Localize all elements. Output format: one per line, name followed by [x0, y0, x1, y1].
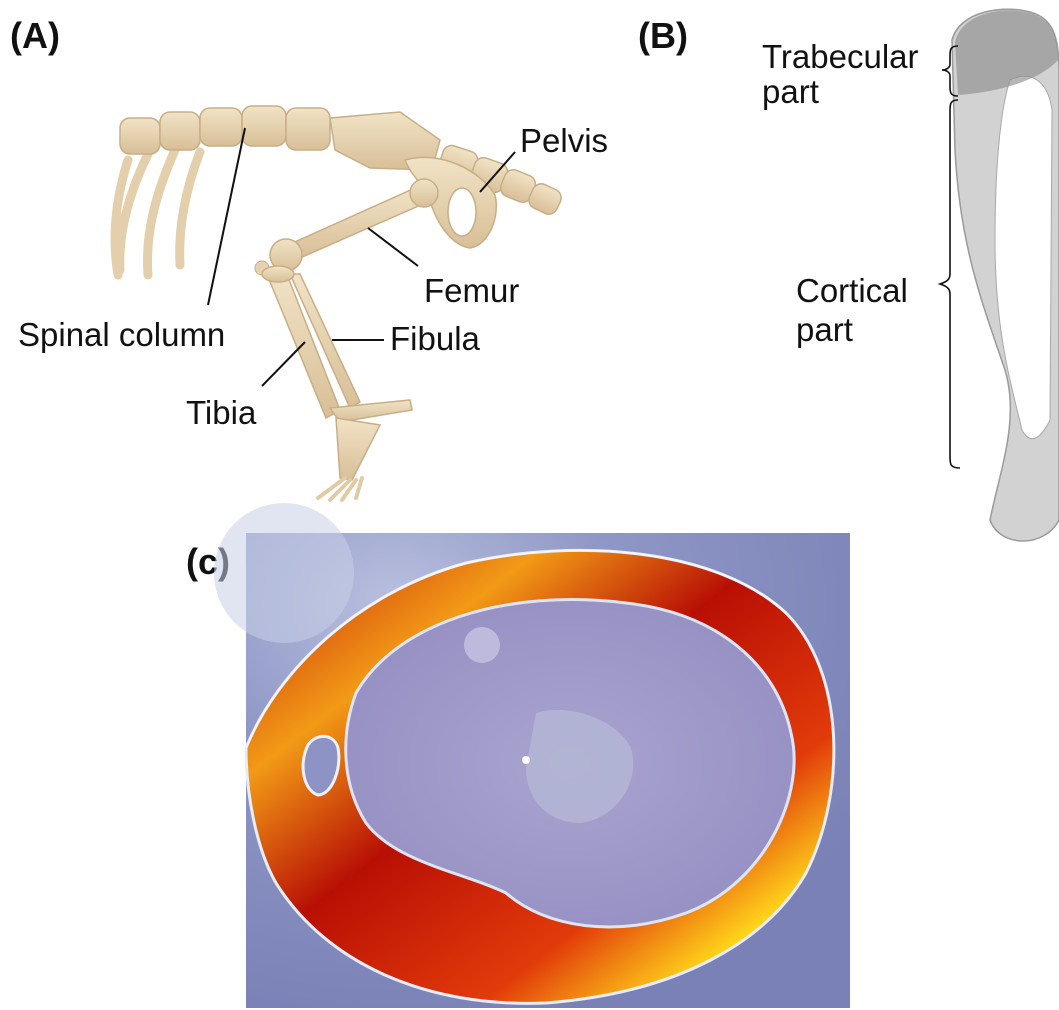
femur-bone: [270, 179, 438, 271]
trabecular-label-line1: Trabecular: [762, 40, 919, 75]
tibia-pointer: [262, 342, 305, 386]
femur-pointer: [368, 228, 418, 266]
ribs: [115, 150, 200, 275]
trabecular-label-line2: part: [762, 75, 919, 110]
femur-label: Femur: [424, 274, 519, 309]
toe-bones: [318, 478, 362, 500]
panel-b-label: (B): [638, 18, 688, 54]
foot-bones: [330, 400, 412, 480]
pelvis-label: Pelvis: [520, 124, 608, 159]
fibula-label: Fibula: [390, 322, 480, 357]
cortical-label-line2: part: [796, 313, 908, 348]
trabecular-part-label: Trabecular part: [762, 40, 919, 109]
tibia-label: Tibia: [186, 396, 256, 431]
cortical-part-label: Cortical part: [796, 274, 908, 347]
spinal-column-label: Spinal column: [18, 318, 225, 353]
bone-cross-section-image: [246, 533, 850, 1008]
cortical-label-line1: Cortical: [796, 274, 908, 309]
spinal-column-pointer: [208, 128, 245, 305]
tibia-fibula: [262, 266, 360, 418]
micro-ct-bone: [952, 9, 1059, 541]
